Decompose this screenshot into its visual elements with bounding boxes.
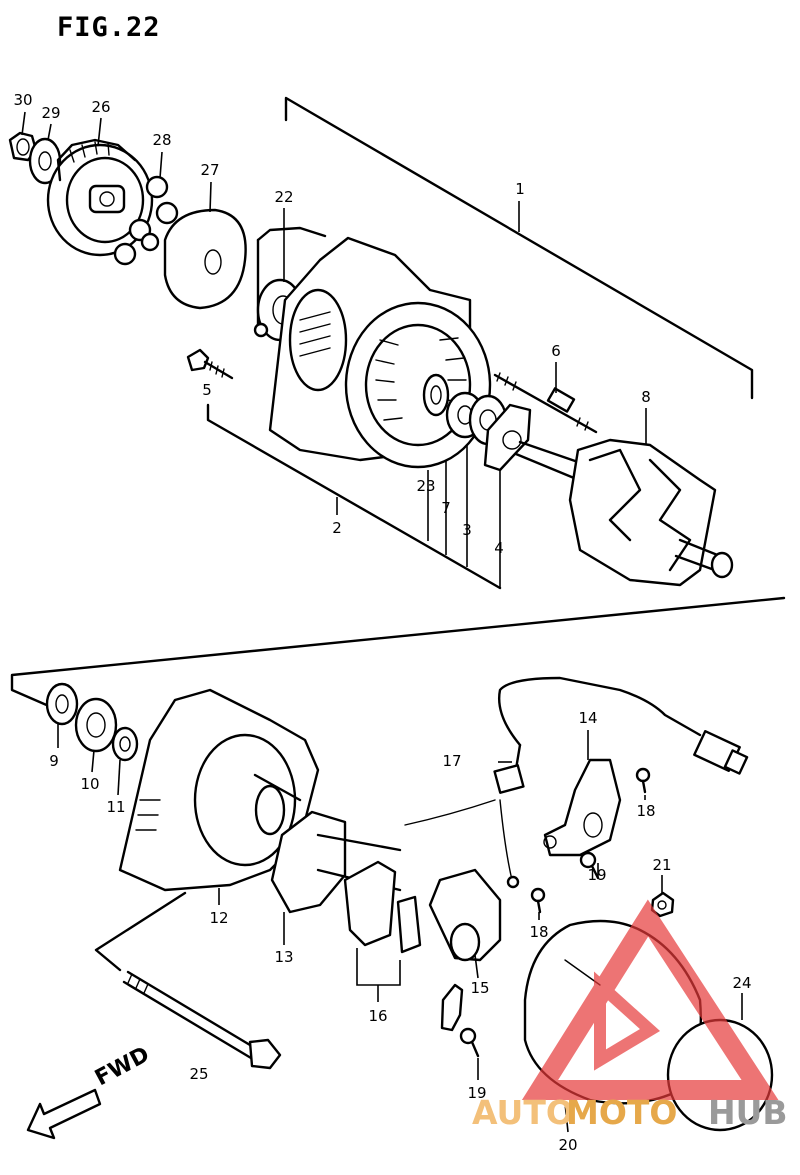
frame-bolt — [186, 348, 234, 380]
callout-25: 25 — [189, 1065, 208, 1083]
screw-lower — [530, 887, 546, 914]
callout-17: 17 — [442, 752, 461, 770]
watermark-moto: MOTO — [566, 1093, 677, 1132]
rotor — [514, 438, 734, 587]
callout-13: 13 — [274, 948, 293, 966]
pulley-drum — [163, 208, 247, 310]
through-bolt — [122, 970, 282, 1070]
pulley-washer — [28, 137, 62, 185]
callout-9: 9 — [49, 752, 59, 770]
watermark-hub: HUB — [708, 1093, 788, 1132]
watermark-logo — [521, 899, 779, 1100]
stator-core — [344, 301, 492, 469]
watermark-auto: AUTO — [472, 1093, 574, 1132]
callout-8: 8 — [641, 388, 651, 406]
callout-21: 21 — [652, 856, 671, 874]
rear-end-frame — [118, 688, 320, 892]
bearing-retainer — [483, 403, 532, 472]
terminal-bracket — [440, 983, 464, 1032]
callout-23: 23 — [416, 477, 435, 495]
brush-plate — [543, 758, 622, 857]
spacer-ring — [422, 373, 450, 417]
callout-18-upper: 18 — [636, 802, 655, 820]
callout-18-lower: 18 — [529, 923, 548, 941]
screw-terminal — [459, 1027, 480, 1058]
callout-14: 14 — [578, 709, 597, 727]
callout-19-upper: 19 — [587, 866, 606, 884]
pulley-dampers — [113, 175, 179, 266]
callout-28: 28 — [152, 131, 171, 149]
callout-24: 24 — [732, 974, 751, 992]
callout-27: 27 — [200, 161, 219, 179]
callout-11: 11 — [106, 798, 125, 816]
callout-4: 4 — [494, 539, 504, 557]
callout-1: 1 — [515, 180, 525, 198]
callout-6: 6 — [551, 342, 561, 360]
callout-20: 20 — [558, 1136, 577, 1154]
callout-2: 2 — [332, 519, 342, 537]
rear-bearing — [74, 697, 118, 753]
stud-bolt — [493, 372, 598, 434]
callout-19-lower: 19 — [467, 1084, 486, 1102]
rectifier — [270, 810, 402, 914]
figure-title: FIG.22 — [57, 12, 161, 43]
callout-15: 15 — [470, 979, 489, 997]
bolt-leader — [94, 891, 187, 972]
callout-5: 5 — [202, 381, 212, 399]
callout-3: 3 — [462, 521, 472, 539]
callout-26: 26 — [91, 98, 110, 116]
rear-washer — [45, 682, 79, 726]
pulley — [46, 138, 154, 257]
fwd-label: FWD — [91, 1042, 154, 1091]
brush-holder-set — [343, 860, 422, 1002]
screw-brush-plate — [579, 851, 600, 880]
callout-10: 10 — [80, 775, 99, 793]
screw-upper — [635, 767, 651, 794]
callout-12: 12 — [209, 909, 228, 927]
leader-lines — [21, 111, 743, 1133]
fwd-arrow-icon — [26, 1088, 102, 1140]
assembly-bracket-1 — [284, 96, 754, 400]
callout-30: 30 — [13, 91, 32, 109]
section-divider — [10, 596, 786, 712]
callout-29: 29 — [41, 104, 60, 122]
callout-7: 7 — [441, 499, 451, 517]
rear-bearing-cover — [111, 726, 139, 762]
callout-16: 16 — [368, 1007, 387, 1025]
callout-22: 22 — [274, 188, 293, 206]
voltage-regulator — [428, 868, 502, 979]
wiring-harness — [404, 676, 749, 889]
